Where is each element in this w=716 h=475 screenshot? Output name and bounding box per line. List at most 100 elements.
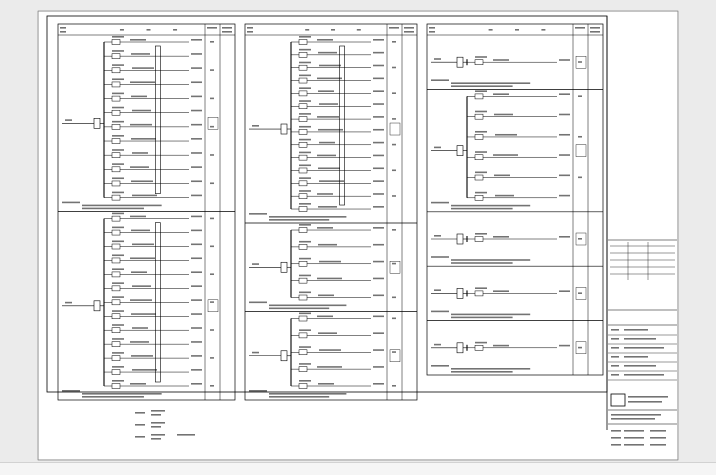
circuit-breaker	[111, 53, 121, 59]
breaker-label	[299, 203, 311, 205]
legend-text	[151, 414, 161, 416]
breaker-label	[112, 212, 124, 215]
circuit-breaker	[298, 383, 308, 389]
main-breaker	[280, 123, 288, 135]
panel-note	[82, 393, 162, 395]
circuit-label	[132, 285, 151, 287]
feeder-circuit	[291, 240, 384, 250]
feeder-circuit	[467, 110, 570, 120]
circuit-breaker	[111, 369, 121, 375]
circuit-breaker	[298, 193, 308, 199]
incoming-label	[434, 343, 441, 346]
load-label	[559, 154, 570, 156]
panel	[58, 211, 235, 398]
circuit-breaker	[111, 285, 121, 292]
feeder-circuit	[291, 203, 384, 212]
feeder-circuit	[291, 48, 384, 58]
circuit-breaker	[474, 134, 484, 140]
load-label	[373, 332, 384, 334]
note-mark	[210, 329, 214, 331]
circuit-label	[494, 174, 510, 177]
circuit-breaker	[298, 142, 308, 148]
main-breaker	[280, 350, 288, 362]
circuit-breaker	[298, 129, 308, 135]
breaker-label	[112, 92, 124, 95]
header-mark	[60, 27, 66, 29]
legend-key	[135, 412, 145, 414]
header-mark	[429, 31, 435, 33]
breaker-label	[112, 254, 124, 257]
main-breaker	[456, 145, 464, 156]
note-mark	[578, 95, 582, 97]
panel-tag	[389, 261, 401, 274]
incoming-label	[252, 125, 259, 127]
load-label	[373, 64, 384, 67]
incoming-label	[434, 235, 441, 237]
feeder-circuit	[467, 151, 570, 160]
title-field-value	[624, 347, 664, 349]
circuit-label	[318, 206, 337, 208]
title-field-value	[650, 444, 666, 446]
load-label	[191, 243, 202, 246]
circuit-breaker	[298, 103, 308, 109]
feeder-circuit	[291, 274, 384, 284]
circuit-label	[130, 81, 155, 84]
note-mark	[210, 301, 214, 303]
incoming-label	[252, 351, 259, 354]
circuit-label	[319, 141, 335, 144]
feeder-circuit	[104, 135, 202, 144]
circuit-label	[132, 152, 148, 154]
circuit-breaker	[474, 174, 484, 181]
note-mark	[392, 143, 396, 146]
incoming-label	[65, 301, 72, 304]
load-label	[373, 315, 384, 318]
note-mark	[392, 229, 396, 231]
load-label	[373, 141, 384, 144]
circuit-breaker	[474, 59, 484, 65]
breaker-label	[112, 282, 124, 284]
disclaimer	[611, 414, 661, 416]
breaker-label	[475, 110, 487, 113]
panel-note	[249, 390, 267, 392]
circuit-breaker	[111, 327, 121, 333]
circuit-breaker	[474, 290, 484, 297]
circuit-breaker	[111, 341, 121, 347]
feeder-circuit	[291, 100, 384, 109]
breaker-label	[299, 329, 311, 331]
circuit-breaker	[474, 154, 484, 160]
horizontal-scrollbar[interactable]	[0, 462, 716, 475]
panel-tag	[575, 287, 587, 300]
circuit-label	[319, 349, 341, 351]
circuit-breaker	[298, 261, 308, 267]
panel-note	[451, 313, 531, 316]
header-mark	[222, 27, 232, 29]
panel-note	[451, 368, 531, 370]
panel-note	[82, 204, 162, 207]
circuit-label	[130, 166, 149, 168]
incoming-label	[434, 289, 441, 291]
header-mark	[515, 29, 519, 31]
feeder-circuit	[291, 346, 396, 356]
incoming-label	[434, 146, 441, 149]
company-logo	[610, 393, 626, 407]
load-label	[373, 154, 384, 157]
note-mark	[392, 351, 396, 353]
note-mark	[210, 69, 214, 71]
breaker-label	[112, 226, 124, 229]
circuit-breaker	[474, 195, 484, 201]
feeder-circuit	[104, 163, 202, 173]
main-breaker	[93, 118, 101, 129]
diagram-column-2	[244, 23, 418, 401]
breaker-label	[112, 135, 124, 137]
column-frame	[57, 23, 236, 401]
main-breaker	[456, 288, 464, 299]
breaker-label	[112, 50, 124, 52]
note-mark	[392, 66, 396, 69]
circuit-breaker	[474, 345, 484, 351]
circuit-breaker	[111, 215, 121, 222]
breaker-label	[112, 380, 124, 382]
load-label	[373, 103, 384, 105]
breaker-label	[475, 287, 487, 289]
breaker-label	[299, 240, 311, 243]
feeder-circuit	[467, 287, 582, 297]
